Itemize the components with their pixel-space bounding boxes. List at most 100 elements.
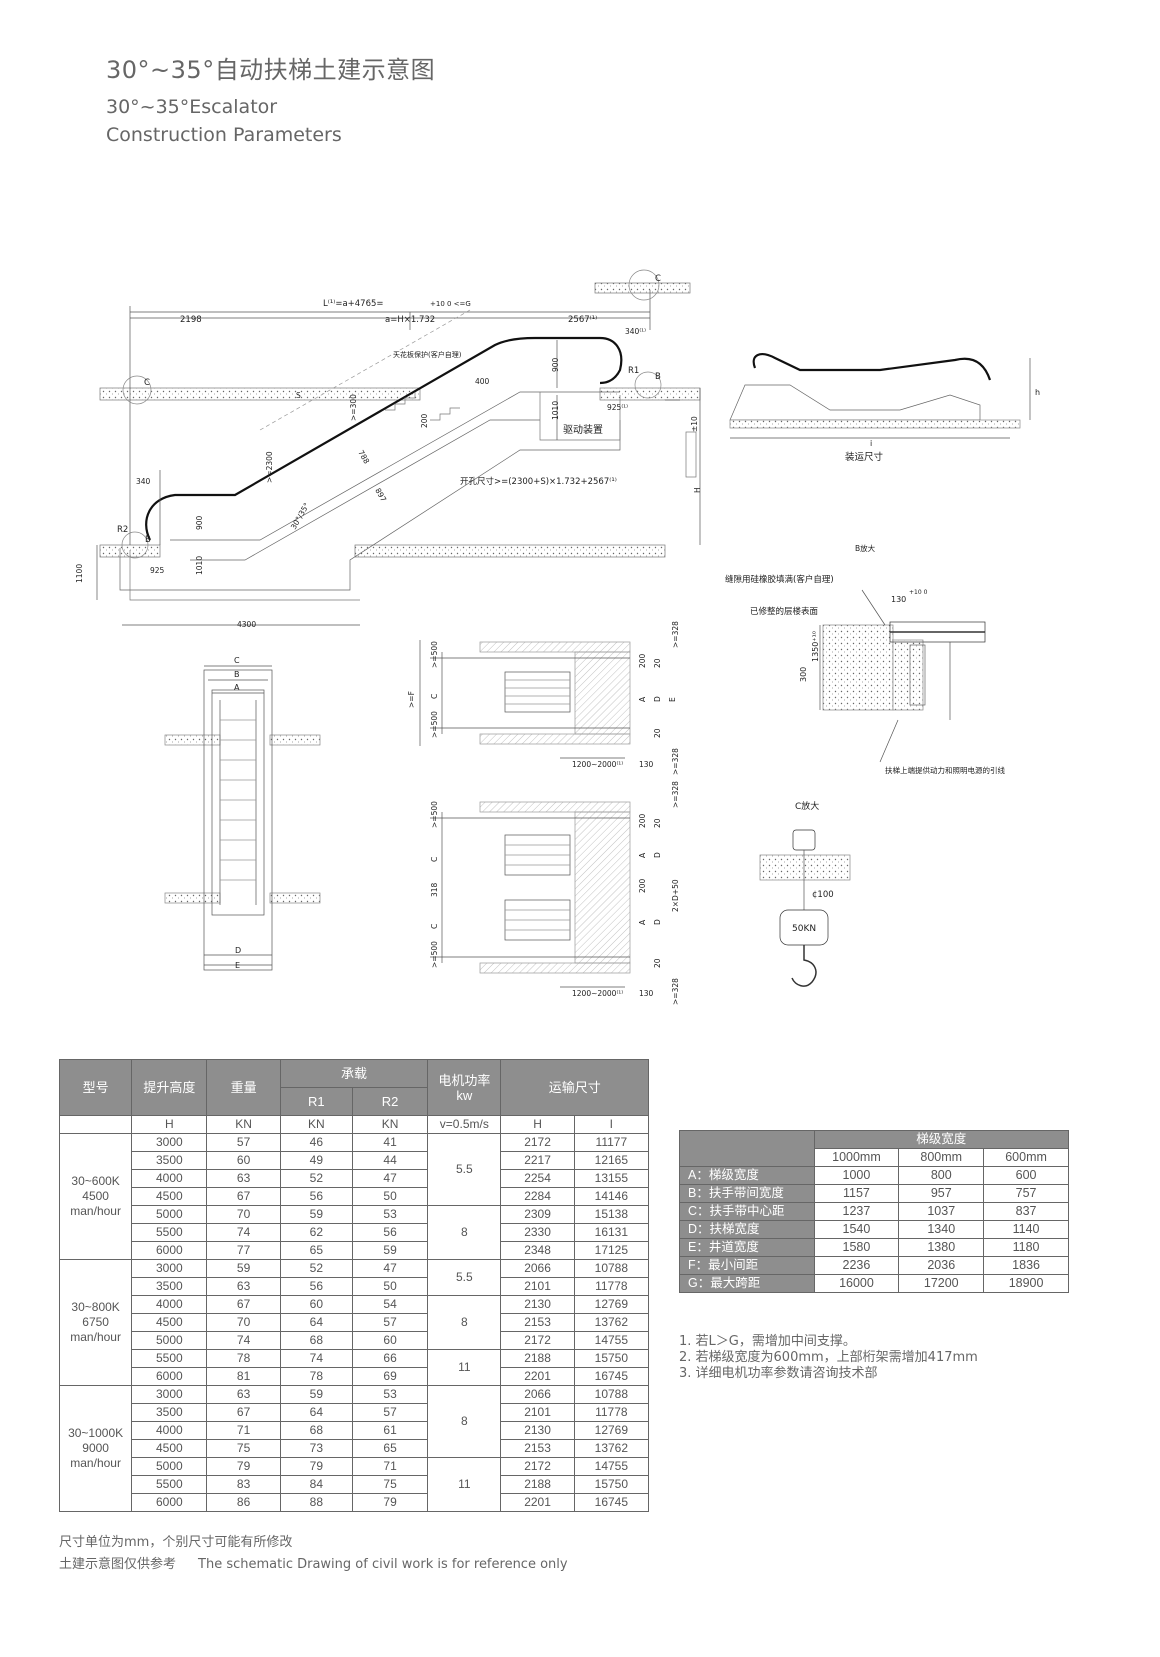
r2-cell: 66 [351,1349,429,1368]
transport-i-cell: 10788 [573,1259,650,1278]
label-sd-130: 130 [639,989,654,998]
transport-i-cell: 16745 [573,1493,650,1512]
transport-i-cell: 13762 [573,1313,650,1332]
label-sd-2D50: 2×D+50 [671,879,680,912]
transport-i-cell: 14146 [573,1187,650,1206]
page-subtitle-line2: Construction Parameters [106,124,342,146]
dims-value: 1000 [813,1166,900,1185]
dims-value: 18900 [983,1274,1069,1293]
r1-cell: 68 [279,1331,353,1350]
label-sd-A2: A [638,919,647,925]
transport-h-cell: 2188 [500,1475,575,1494]
r1-cell: 84 [279,1475,353,1494]
transport-i-cell: 17125 [573,1241,650,1260]
label-dim-340-top: 340⁽¹⁾ [625,327,646,336]
label-ss-D: D [653,696,662,702]
label-detail-B-130: 130 [891,595,906,604]
label-detail-B-note3: 扶梯上端提供动力和照明电源的引线 [885,765,1005,775]
label-dim-1010-top: 1010 [551,401,560,420]
r2-cell: 56 [351,1223,429,1242]
section-single [419,640,631,759]
label-sd-328-top: >=328 [671,781,680,808]
r2-cell: 50 [351,1277,429,1296]
rise-cell: 5500 [131,1475,208,1494]
weight-cell: 67 [206,1187,281,1206]
label-plan-E: E [235,961,240,970]
label-detail-C-100: ¢100 [812,890,834,900]
dims-value: 1340 [898,1220,985,1239]
label-detail-B-note2: 已修整的层楼表面 [750,606,819,617]
transport-h-cell: 2130 [500,1421,575,1440]
dims-value: 757 [983,1184,1069,1203]
r2-cell: 71 [351,1457,429,1476]
transport-h-cell: 2066 [500,1259,575,1278]
weight-cell: 70 [206,1313,281,1332]
label-ss-1200: 1200~2000⁽¹⁾ [572,760,623,769]
units-weight: KN [206,1115,281,1134]
r2-cell: 57 [351,1403,429,1422]
transport-h-cell: 2348 [500,1241,575,1260]
rise-cell: 5000 [131,1205,208,1224]
transport-i-cell: 10788 [573,1385,650,1404]
weight-cell: 81 [206,1367,281,1386]
header-load: 承载 [279,1059,429,1088]
weight-cell: 57 [206,1133,281,1152]
dims-value: 800 [898,1166,985,1185]
transport-i-cell: 11778 [573,1403,650,1422]
label-detail-B-300: 300 [799,667,808,682]
weight-cell: 75 [206,1439,281,1458]
rise-cell: 5000 [131,1457,208,1476]
label-transport-caption: 装运尺寸 [845,451,884,463]
r1-cell: 73 [279,1439,353,1458]
plan-single [164,665,321,971]
label-sd-A1: A [638,852,647,858]
label-R1: R1 [628,366,639,376]
r2-cell: 53 [351,1385,429,1404]
rise-cell: 3500 [131,1151,208,1170]
label-ceiling-note: 天花板保护(客户自理) [393,350,462,359]
weight-cell: 67 [206,1295,281,1314]
model-line: 9000 [82,1441,109,1455]
dims-value: 837 [983,1202,1069,1221]
dims-value: 17200 [898,1274,985,1293]
units-rise: H [131,1115,208,1134]
label-dim-1010-bottom: 1010 [195,556,204,575]
weight-cell: 83 [206,1475,281,1494]
transport-h-cell: 2172 [500,1133,575,1152]
label-dim-200: 200 [420,413,429,428]
r2-cell: 47 [351,1169,429,1188]
units-r1: KN [279,1115,353,1134]
dims-value: 2236 [813,1256,900,1275]
transport-i-cell: 16745 [573,1367,650,1386]
r2-cell: 47 [351,1259,429,1278]
transport-i-cell: 16131 [573,1223,650,1242]
r2-cell: 69 [351,1367,429,1386]
transport-h-cell: 2153 [500,1439,575,1458]
label-sd-C1: C [430,857,439,862]
weight-cell: 77 [206,1241,281,1260]
rise-cell: 4500 [131,1313,208,1332]
rise-cell: 5500 [131,1349,208,1368]
dims-value: 1237 [813,1202,900,1221]
weight-cell: 63 [206,1385,281,1404]
transport-i-cell: 13155 [573,1169,650,1188]
label-dim-400: 400 [475,377,490,386]
transport-i-cell: 15138 [573,1205,650,1224]
label-dim-897: 897 [373,487,388,504]
label-drive: 驱动装置 [563,423,603,436]
notes: 1. 若L＞G，需增加中间支撑。 2. 若梯级宽度为600mm，上部桁架需增加4… [679,1334,978,1382]
dims-header: 梯级宽度 [813,1130,1070,1149]
